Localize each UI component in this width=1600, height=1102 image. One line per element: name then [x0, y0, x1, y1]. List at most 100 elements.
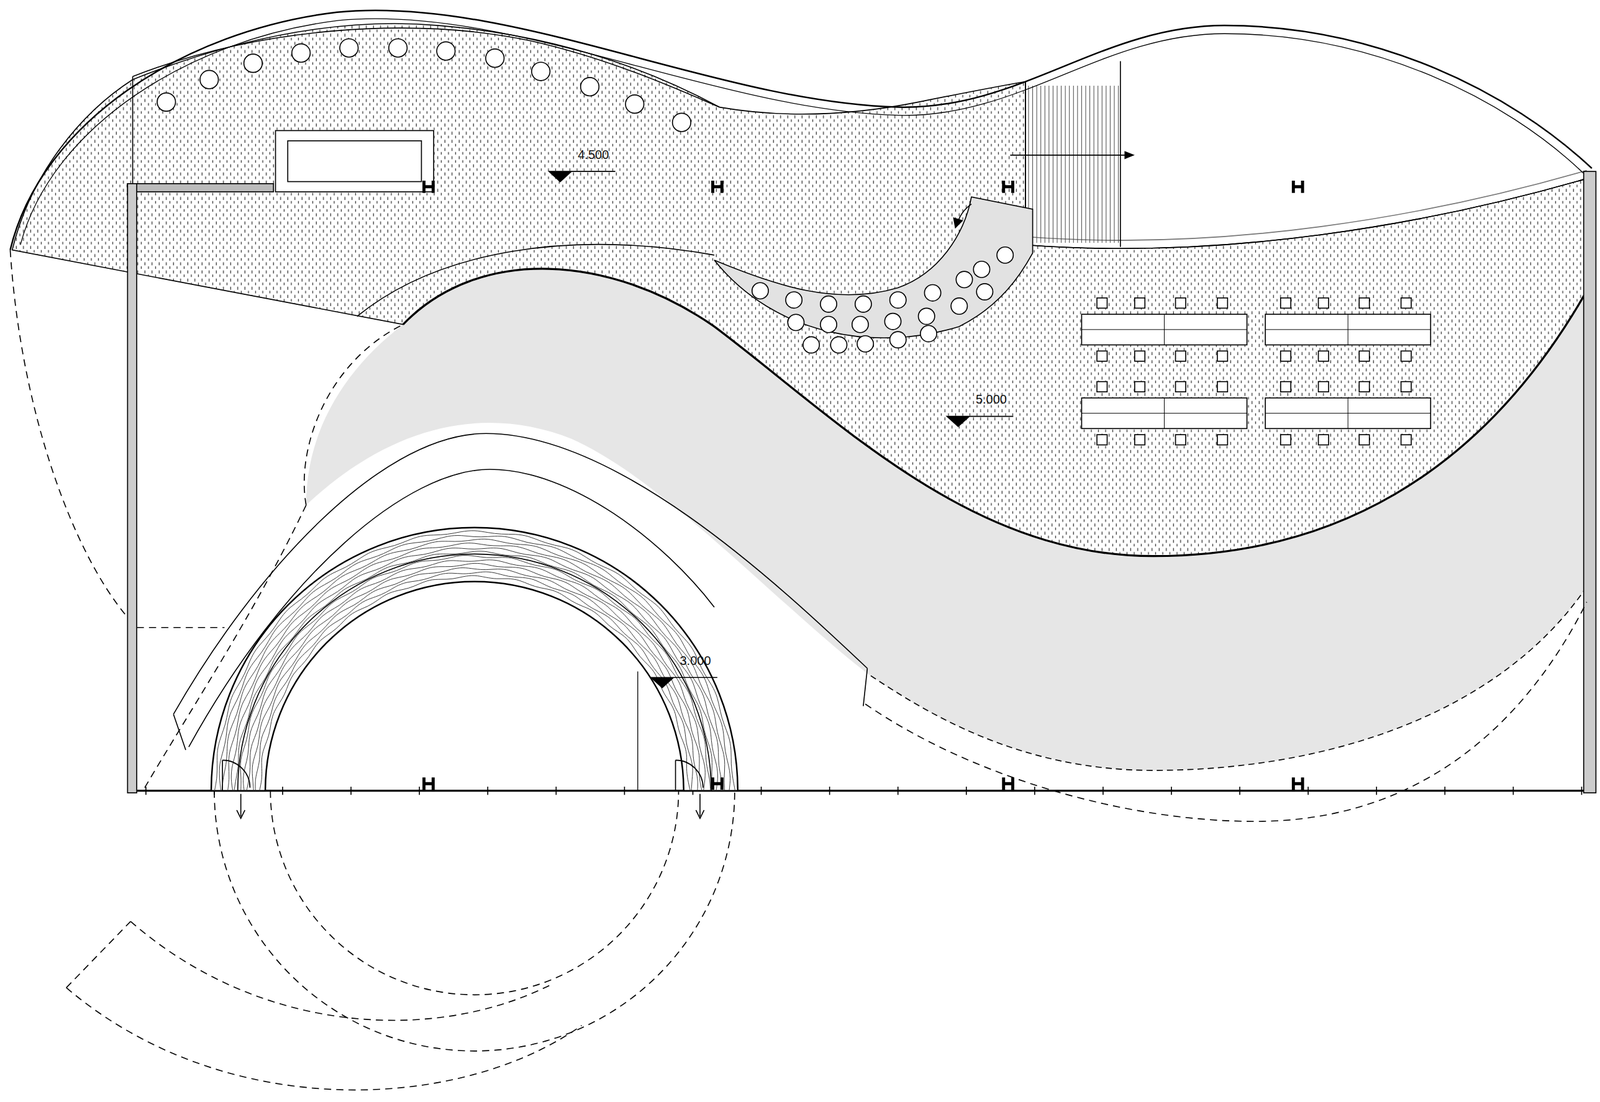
- mullion: [965, 786, 968, 796]
- mullion: [1513, 786, 1515, 796]
- chair: [1401, 298, 1412, 309]
- mullion: [829, 786, 831, 796]
- stair-tread: [1068, 85, 1070, 243]
- stair-tread: [1057, 85, 1058, 243]
- mullion: [1307, 786, 1309, 796]
- seat: [955, 271, 973, 288]
- table-joint: [1163, 314, 1165, 345]
- seat: [918, 308, 935, 325]
- mullion: [145, 786, 147, 796]
- chair: [1359, 298, 1369, 309]
- chair: [1280, 434, 1291, 445]
- table: [1265, 398, 1431, 429]
- seat: [976, 283, 993, 300]
- void-edge-inner: [1025, 170, 1587, 241]
- seat: [950, 298, 968, 315]
- chair: [1096, 434, 1107, 445]
- counter-inner: [287, 140, 422, 182]
- level-marker: [947, 416, 1014, 427]
- stair-tread: [1036, 85, 1038, 243]
- stair-tread: [1089, 85, 1091, 243]
- stair-tread: [1065, 85, 1066, 243]
- table: [1081, 314, 1247, 345]
- chair: [1359, 350, 1369, 361]
- chair: [1175, 434, 1186, 445]
- mullion: [897, 786, 899, 796]
- timber-grain: [227, 543, 723, 792]
- level-marker: [549, 171, 616, 182]
- stair-arrow: [1009, 154, 1133, 156]
- column: [711, 777, 724, 791]
- counter: [275, 130, 435, 192]
- seat: [752, 282, 769, 299]
- stair-tread: [1105, 85, 1107, 243]
- chair: [1401, 381, 1412, 392]
- chair: [1134, 350, 1145, 361]
- stair-tread: [1118, 85, 1119, 243]
- dashed-outline: [304, 324, 404, 506]
- door-arrow: [236, 794, 245, 819]
- chair: [1217, 350, 1228, 361]
- chair: [1175, 381, 1186, 392]
- timber-grain: [234, 551, 714, 792]
- chair: [1280, 298, 1291, 309]
- column: [422, 777, 435, 791]
- mullion: [1034, 786, 1036, 796]
- stair-tread: [1081, 85, 1082, 243]
- seat: [920, 325, 937, 342]
- chair: [1318, 381, 1329, 392]
- chair: [1318, 434, 1329, 445]
- column: [711, 180, 724, 194]
- wall-right: [1583, 171, 1597, 794]
- dashed-outline: [9, 250, 128, 619]
- mullion: [1581, 786, 1583, 796]
- door: [222, 760, 250, 791]
- floor-slab: [12, 23, 1587, 557]
- stair-tread: [1109, 85, 1111, 243]
- seating-arrow-head: [952, 217, 963, 229]
- stair-hatch: [1025, 61, 1121, 248]
- chair: [1096, 381, 1107, 392]
- seat: [820, 296, 837, 313]
- stair-tread: [1085, 85, 1087, 243]
- seat: [830, 336, 847, 353]
- void-edge: [1025, 178, 1587, 250]
- slab-edge: [403, 268, 1587, 557]
- timber-grain: [231, 548, 718, 792]
- seat: [973, 261, 990, 278]
- table-joint: [1347, 398, 1349, 429]
- timber-grain: [222, 539, 725, 791]
- planter: [672, 113, 692, 132]
- chair: [1217, 434, 1228, 445]
- arch-ring: [211, 527, 738, 792]
- dashed-outline: [136, 627, 225, 629]
- leader: [637, 671, 638, 791]
- seat: [785, 291, 802, 309]
- planter: [388, 38, 408, 58]
- stair-tread: [1060, 85, 1062, 243]
- dashed-outline: [865, 602, 1587, 822]
- planter: [200, 70, 219, 89]
- table: [1265, 314, 1431, 345]
- chair: [1134, 434, 1145, 445]
- facade: [136, 790, 1584, 792]
- seat: [787, 314, 804, 331]
- door-arrow: [695, 794, 704, 819]
- stair-tread: [1040, 85, 1041, 243]
- stair-tread: [1052, 85, 1054, 243]
- chair: [1318, 350, 1329, 361]
- planter: [580, 77, 600, 97]
- dashed-outline: [270, 791, 679, 996]
- stair-tread: [1093, 85, 1095, 243]
- chair: [1175, 298, 1186, 309]
- chair: [1359, 381, 1369, 392]
- chair: [1280, 381, 1291, 392]
- chair: [1359, 434, 1369, 445]
- elevation-label: 3.000: [678, 654, 713, 668]
- table-joint: [1163, 398, 1165, 429]
- stair-edge: [1119, 61, 1122, 248]
- chair: [1096, 298, 1107, 309]
- planter: [339, 38, 359, 58]
- mullion: [1444, 786, 1446, 796]
